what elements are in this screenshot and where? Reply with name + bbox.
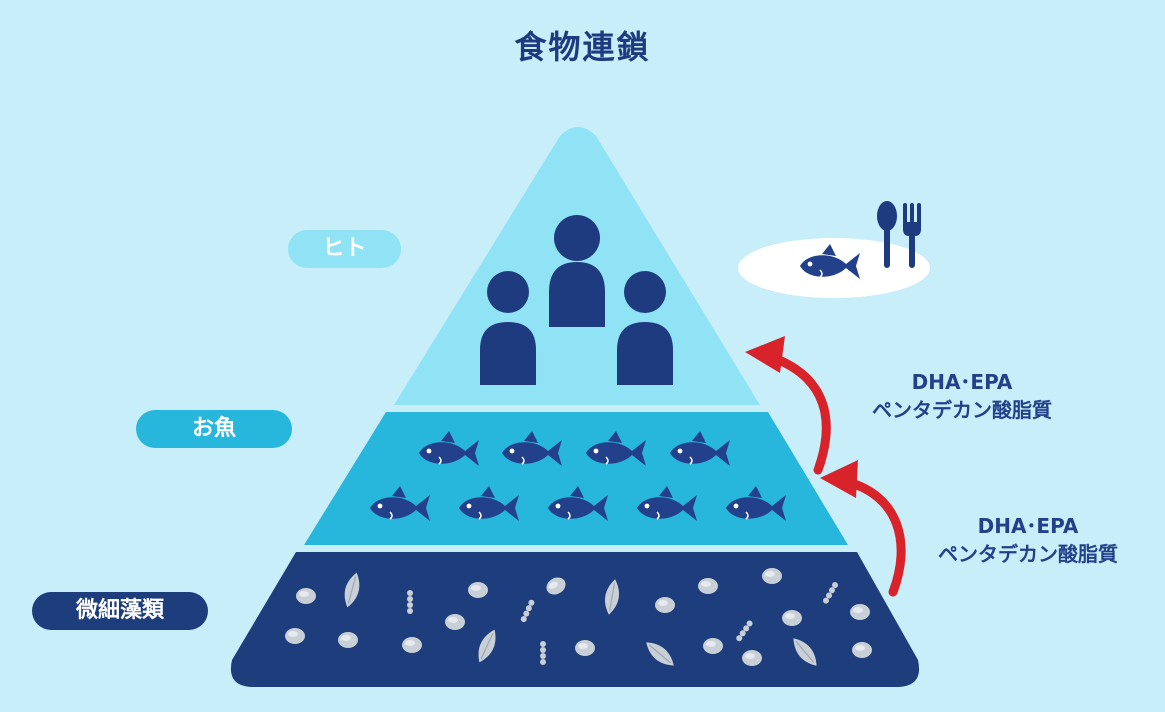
plate-icon bbox=[738, 238, 930, 298]
nutrient-label-line1: DHA･EPA bbox=[977, 514, 1079, 538]
fork-icon bbox=[903, 203, 921, 268]
page-title: 食物連鎖 bbox=[514, 28, 651, 66]
nutrient-label-lower: DHA･EPA ペンタデカン酸脂質 bbox=[888, 512, 1165, 568]
nutrient-label-line1: DHA･EPA bbox=[911, 370, 1013, 394]
level-label-human: ヒト bbox=[288, 230, 401, 268]
people-icon bbox=[480, 215, 673, 385]
nutrient-label-upper: DHA･EPA ペンタデカン酸脂質 bbox=[822, 368, 1102, 424]
nutrient-label-line2: ペンタデカン酸脂質 bbox=[938, 542, 1118, 566]
spoon-icon bbox=[877, 201, 897, 268]
nutrient-label-line2: ペンタデカン酸脂質 bbox=[872, 398, 1052, 422]
level-label-algae: 微細藻類 bbox=[32, 592, 208, 630]
level-label-fish: お魚 bbox=[136, 410, 292, 448]
pyramid-tier-bottom bbox=[230, 552, 920, 687]
pyramid-tier-middle bbox=[304, 412, 848, 545]
arrow-icon bbox=[769, 353, 906, 597]
arrow-head bbox=[745, 336, 858, 498]
